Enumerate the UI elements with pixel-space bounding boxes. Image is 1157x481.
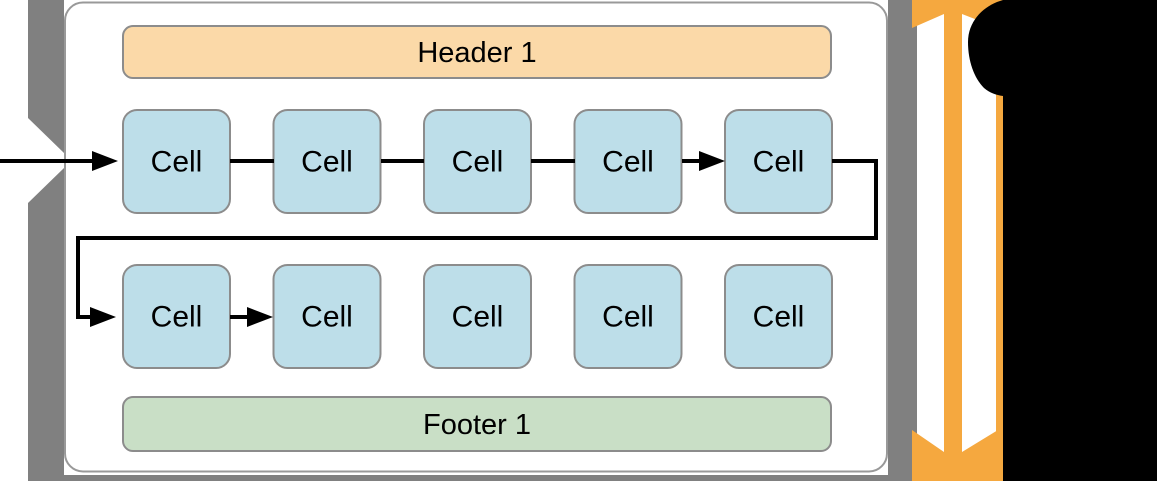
section-footer-label: Footer 1 (423, 409, 531, 441)
cropped-black-region (1003, 0, 1157, 481)
cell-label: Cell (452, 301, 504, 334)
cell: Cell (122, 109, 231, 214)
cell-label: Cell (753, 146, 805, 179)
frame-left-bar-lower (28, 168, 64, 481)
section-header: Header 1 (122, 25, 832, 79)
cell: Cell (724, 109, 833, 214)
cropped-black-blob (968, 0, 1003, 96)
row1-arrowhead-icon (699, 151, 725, 171)
cell-label: Cell (151, 146, 203, 179)
cell: Cell (573, 264, 683, 369)
cell: Cell (272, 109, 382, 214)
frame-bottom-bar (28, 475, 917, 481)
section-header-box (122, 25, 832, 79)
flow-arrowheads (90, 151, 725, 327)
cell-box (423, 264, 532, 369)
section-footer: Footer 1 (122, 396, 832, 452)
scroll-direction-arrow-icon (912, 0, 998, 481)
cell-row-1: Cell Cell Cell Cell Cell (122, 109, 833, 214)
wrap-flow-arrow-line (76, 159, 878, 319)
row2-arrowhead-icon (247, 307, 273, 327)
cell-box (272, 264, 382, 369)
cell-row-2: Cell Cell Cell Cell Cell (122, 264, 833, 369)
cell-label: Cell (602, 301, 654, 334)
cell-label: Cell (602, 146, 654, 179)
cell: Cell (423, 109, 532, 214)
cell-label: Cell (301, 146, 353, 179)
frame-left-bar-upper (28, 0, 64, 153)
cell-label: Cell (753, 301, 805, 334)
cell-box (724, 264, 833, 369)
cell-label: Cell (452, 146, 504, 179)
wrap-arrowhead-icon (90, 307, 116, 327)
section-header-label: Header 1 (417, 37, 536, 69)
entry-arrowhead-icon (92, 151, 118, 171)
cell: Cell (272, 264, 382, 369)
cell-label: Cell (301, 301, 353, 334)
cell: Cell (122, 264, 231, 369)
cell-box (573, 264, 683, 369)
frame-right-bar (888, 0, 917, 481)
cell-label: Cell (151, 301, 203, 334)
second-scroll-arrow-sliver (996, 0, 1003, 481)
cell: Cell (724, 264, 833, 369)
flow-arrows (0, 159, 878, 319)
section-footer-box (122, 396, 832, 452)
cell: Cell (573, 109, 683, 214)
cell: Cell (423, 264, 532, 369)
